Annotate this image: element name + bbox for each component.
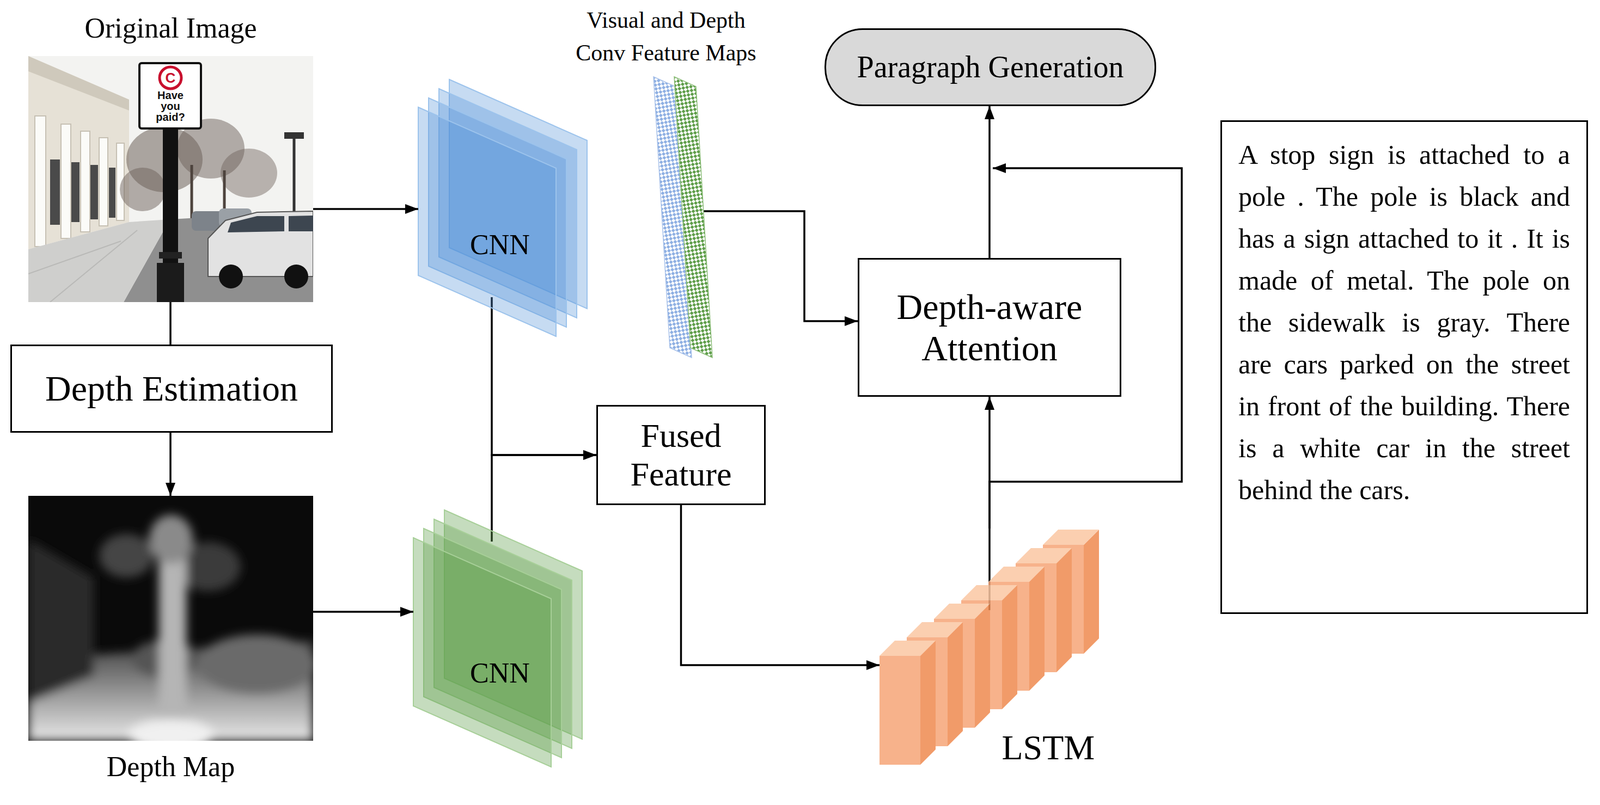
- street-photo: [288, 215, 314, 232]
- cnn-layers: [418, 79, 588, 337]
- depth-map-image: [28, 515, 314, 742]
- street-photo: [159, 252, 182, 259]
- box-label: Depth Estimation: [45, 368, 298, 410]
- process-box: Depth Estimation: [10, 344, 333, 433]
- lstm-cells: [1015, 548, 1072, 564]
- feature-map-group: Visual and Depth Conv Feature Maps: [551, 3, 781, 360]
- lstm-cells: [947, 622, 963, 747]
- feature-map-caption: Visual and Depth Conv Feature Maps: [568, 3, 765, 70]
- connector-arrow: [313, 208, 419, 211]
- street-photo: [80, 131, 90, 232]
- lstm-cells: [1002, 585, 1018, 710]
- street-photo: [139, 63, 201, 129]
- lstm-cells: [974, 603, 991, 729]
- street-photo: [284, 132, 304, 139]
- lstm-cells: [879, 529, 1099, 766]
- lstm-cells: [933, 603, 991, 620]
- street-photo: [28, 219, 170, 303]
- box-label: Depth-aware Attention: [868, 286, 1111, 370]
- attention-box: Depth-aware Attention: [857, 258, 1122, 398]
- street-photo: [70, 162, 80, 223]
- cnn-layers: [418, 107, 557, 337]
- street-photo: [99, 137, 108, 227]
- street-photo: [227, 216, 285, 233]
- street-photo: [90, 165, 99, 220]
- lstm-cells: [961, 585, 1018, 601]
- street-photo: [50, 230, 138, 303]
- feature-map-bands: [674, 76, 713, 358]
- depth-map-image: [127, 719, 215, 742]
- stack-label: CNN: [469, 228, 530, 262]
- stack-label: LSTM: [1002, 728, 1096, 769]
- connector-arrow: [491, 455, 597, 511]
- street-photo: [159, 66, 182, 89]
- lstm-cells: [988, 566, 1045, 583]
- paragraph-box: A stop sign is attached to a pole . The …: [1220, 120, 1589, 615]
- feature-map-bands: [653, 76, 713, 358]
- connector-arrow: [169, 432, 172, 497]
- sign-letter: C: [160, 68, 181, 88]
- depth-map-image: [28, 496, 314, 742]
- paragraph-text: A stop sign is attached to a pole . The …: [1238, 133, 1571, 512]
- sign-text: Have you paid?: [148, 89, 193, 123]
- connector-arrow: [989, 168, 1182, 529]
- depth-map-image: [159, 556, 187, 742]
- cnn-stack: CNN: [418, 79, 588, 337]
- depth-map-image: [197, 634, 314, 695]
- connector-arrow: [780, 211, 858, 322]
- lstm-cells: [879, 640, 936, 657]
- lstm-cells: [1083, 529, 1099, 655]
- lstm-cells: [1056, 548, 1072, 673]
- street-photo: [190, 165, 194, 220]
- depth-map-image: [99, 534, 154, 578]
- street-photo: [34, 115, 46, 247]
- image-caption: Depth Map: [28, 750, 314, 784]
- connector-arrow: [491, 336, 597, 456]
- image-caption: Original Image: [28, 11, 314, 45]
- street-photo: [284, 264, 309, 289]
- lstm-stack: LSTM: [879, 528, 1103, 769]
- street-photo: [119, 167, 166, 212]
- lstm-cells: [879, 656, 921, 766]
- street-photo: [218, 264, 243, 289]
- lstm-cells: [1029, 566, 1045, 692]
- box-label: Paragraph Generation: [857, 49, 1125, 85]
- cnn-layers: [413, 538, 552, 768]
- depth-map-image: [28, 496, 314, 742]
- street-photo: [28, 56, 314, 303]
- image-panel: Original Image: [28, 11, 314, 303]
- lstm-cells: [920, 640, 936, 766]
- connector-arrow: [169, 302, 172, 345]
- connector-arrow: [313, 611, 414, 614]
- image-panel: Depth Map: [28, 496, 314, 784]
- street-photo: [28, 56, 130, 250]
- process-box: Fused Feature: [596, 405, 766, 506]
- box-label: Fused Feature: [606, 416, 756, 495]
- cnn-stack: CNN: [413, 510, 583, 768]
- connector-arrow: [988, 106, 991, 259]
- output-box: Paragraph Generation: [824, 28, 1157, 107]
- street-photo: [28, 241, 121, 274]
- street-photo: [108, 167, 116, 218]
- stack-label: CNN: [469, 657, 530, 690]
- lstm-cells: [1042, 529, 1099, 546]
- street-photo: [60, 124, 71, 239]
- depth-map-image: [28, 539, 94, 704]
- street-photo: [28, 56, 314, 303]
- connector-stub: [703, 210, 781, 213]
- cnn-layers: [413, 510, 583, 768]
- street-photo: [50, 159, 60, 225]
- street-photo: [220, 148, 278, 198]
- depth-map-image: [149, 515, 193, 565]
- street-photo: [28, 56, 130, 111]
- lstm-cells: [906, 622, 963, 638]
- street-photo: [156, 263, 185, 303]
- connector-arrow: [681, 505, 881, 666]
